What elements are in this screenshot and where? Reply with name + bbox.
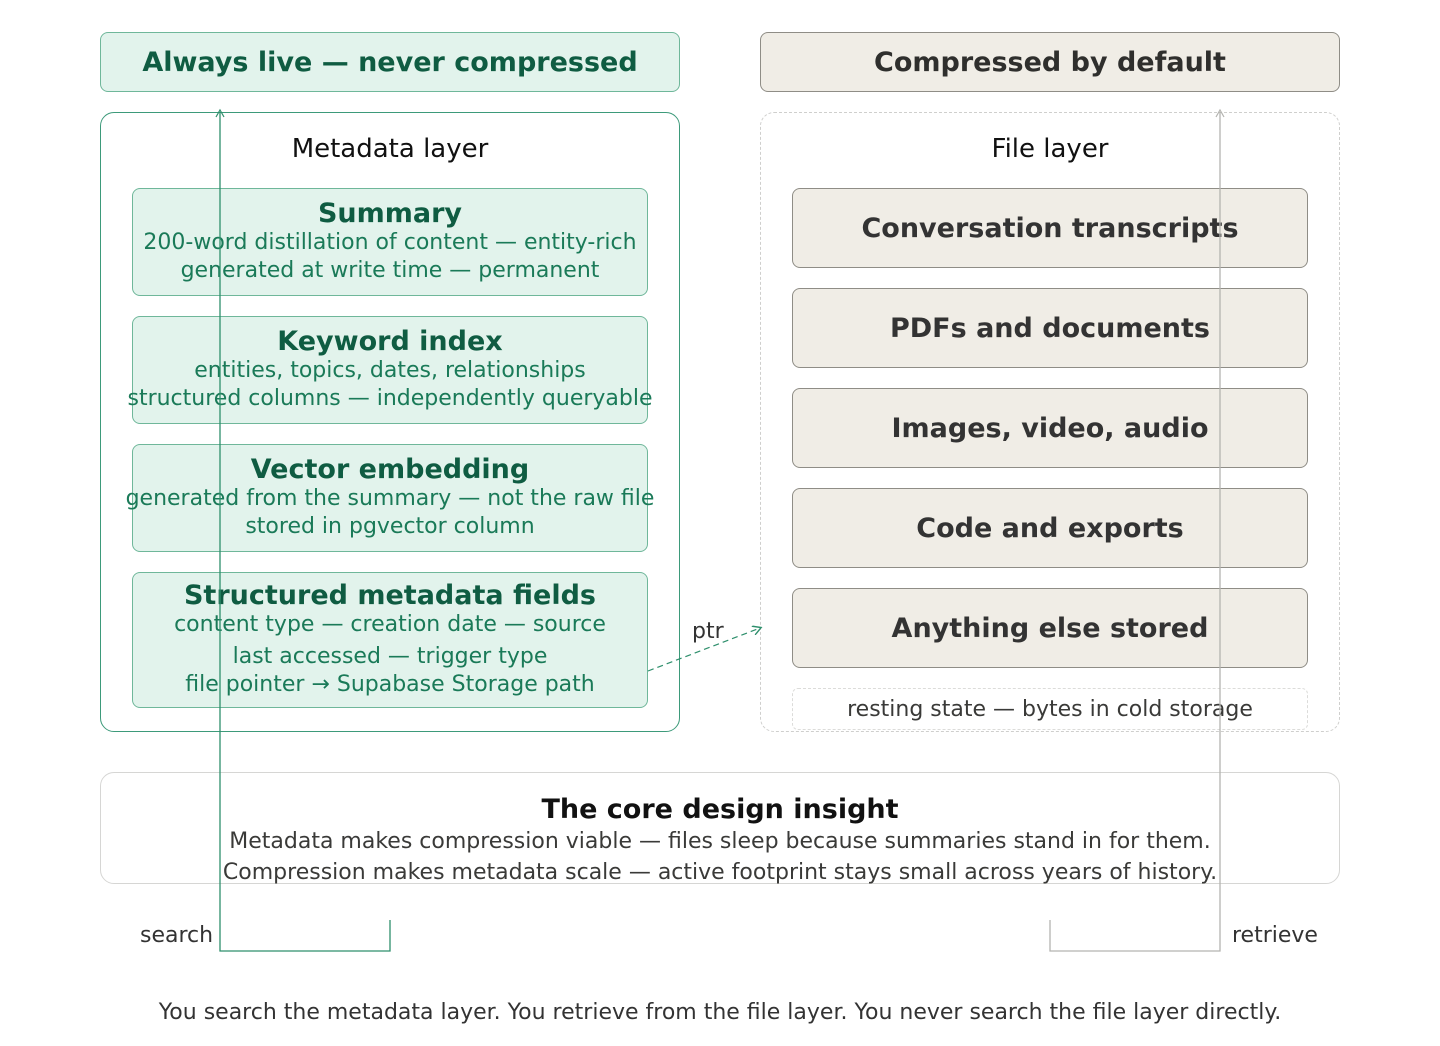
footer-caption: You search the metadata layer. You retri… bbox=[158, 999, 1282, 1025]
insight-content: The core design insight Metadata makes c… bbox=[100, 794, 1340, 885]
structured-metadata-card-line: last accessed — trigger type bbox=[232, 644, 548, 669]
structured-metadata-card-line: file pointer → Supabase Storage path bbox=[185, 672, 595, 697]
file-item-transcripts: Conversation transcripts bbox=[792, 188, 1308, 268]
vector-embedding-card-title: Vector embedding bbox=[250, 454, 530, 485]
pointer-label: ptr bbox=[692, 619, 724, 644]
metadata-layer-title: Metadata layer bbox=[291, 134, 489, 164]
vector-embedding-card: Vector embedding generated from the summ… bbox=[126, 444, 654, 552]
resting-state-label: resting state — bytes in cold storage bbox=[847, 696, 1253, 722]
insight-line: Metadata makes compression viable — file… bbox=[229, 829, 1211, 854]
keyword-index-card-line: structured columns — independently query… bbox=[127, 386, 653, 411]
resting-state-note: resting state — bytes in cold storage bbox=[792, 688, 1308, 730]
insight-line: Compression makes metadata scale — activ… bbox=[222, 860, 1218, 885]
vector-embedding-card-line: generated from the summary — not the raw… bbox=[125, 486, 655, 511]
compressed-header-label: Compressed by default bbox=[874, 46, 1226, 78]
file-item-label: Code and exports bbox=[916, 512, 1184, 544]
retrieve-label: retrieve bbox=[1232, 923, 1318, 948]
file-item-label: PDFs and documents bbox=[889, 312, 1211, 344]
live-header: Always live — never compressed bbox=[100, 32, 680, 92]
structured-metadata-card-line: content type — creation date — source bbox=[174, 612, 606, 637]
file-item-label: Images, video, audio bbox=[891, 412, 1209, 444]
file-item-other: Anything else stored bbox=[792, 588, 1308, 668]
file-item-label: Conversation transcripts bbox=[861, 212, 1239, 244]
structured-metadata-card: Structured metadata fields content type … bbox=[132, 572, 648, 708]
compressed-header: Compressed by default bbox=[760, 32, 1340, 92]
keyword-index-card-line: entities, topics, dates, relationships bbox=[194, 358, 586, 383]
file-item-label: Anything else stored bbox=[891, 612, 1209, 644]
summary-card: Summary 200-word distillation of content… bbox=[132, 188, 648, 296]
file-item-pdfs: PDFs and documents bbox=[792, 288, 1308, 368]
file-item-code: Code and exports bbox=[792, 488, 1308, 568]
file-item-media: Images, video, audio bbox=[792, 388, 1308, 468]
keyword-index-card-title: Keyword index bbox=[277, 326, 503, 357]
keyword-index-card: Keyword index entities, topics, dates, r… bbox=[127, 316, 653, 424]
summary-card-line: 200-word distillation of content — entit… bbox=[143, 230, 637, 255]
file-layer-title: File layer bbox=[991, 134, 1109, 164]
summary-card-title: Summary bbox=[317, 198, 463, 229]
insight-title: The core design insight bbox=[541, 794, 899, 825]
vector-embedding-card-line: stored in pgvector column bbox=[245, 514, 535, 539]
live-header-label: Always live — never compressed bbox=[142, 46, 638, 78]
search-label: search bbox=[140, 923, 214, 948]
insight-box bbox=[100, 772, 1340, 884]
summary-card-line: generated at write time — permanent bbox=[180, 258, 600, 283]
structured-metadata-card-title: Structured metadata fields bbox=[183, 580, 596, 611]
